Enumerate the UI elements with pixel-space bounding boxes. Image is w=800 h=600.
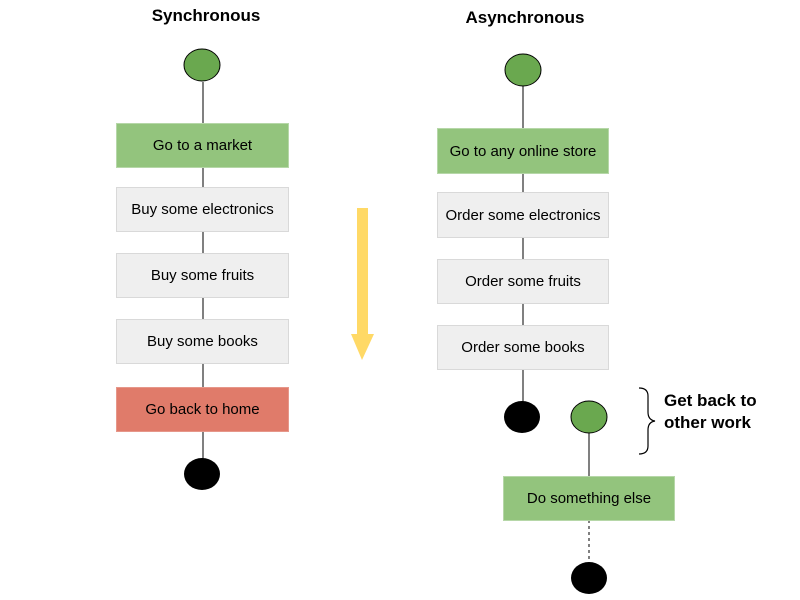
get-back-note: Get back to other work [664, 391, 757, 432]
curly-brace-icon [638, 387, 656, 455]
sync-step-4: Buy some books [116, 319, 289, 364]
down-arrow-icon [351, 208, 374, 360]
sync-start-node [183, 48, 221, 82]
async-step-3: Order some fruits [437, 259, 609, 304]
sync-step-3: Buy some fruits [116, 253, 289, 298]
async-start-node [504, 53, 542, 87]
sync-step-5: Go back to home [116, 387, 289, 432]
async-step-1: Go to any online store [437, 128, 609, 174]
sync-end-node [184, 458, 220, 490]
async-end-node [504, 401, 540, 433]
side-start-node [570, 400, 608, 434]
sync-step-2: Buy some electronics [116, 187, 289, 232]
async-step-4: Order some books [437, 325, 609, 370]
asynchronous-title: Asynchronous [465, 8, 585, 27]
side-step: Do something else [503, 476, 675, 521]
sync-step-1: Go to a market [116, 123, 289, 168]
async-step-2: Order some electronics [437, 192, 609, 238]
synchronous-title: Synchronous [151, 6, 261, 25]
side-end-node [571, 562, 607, 594]
